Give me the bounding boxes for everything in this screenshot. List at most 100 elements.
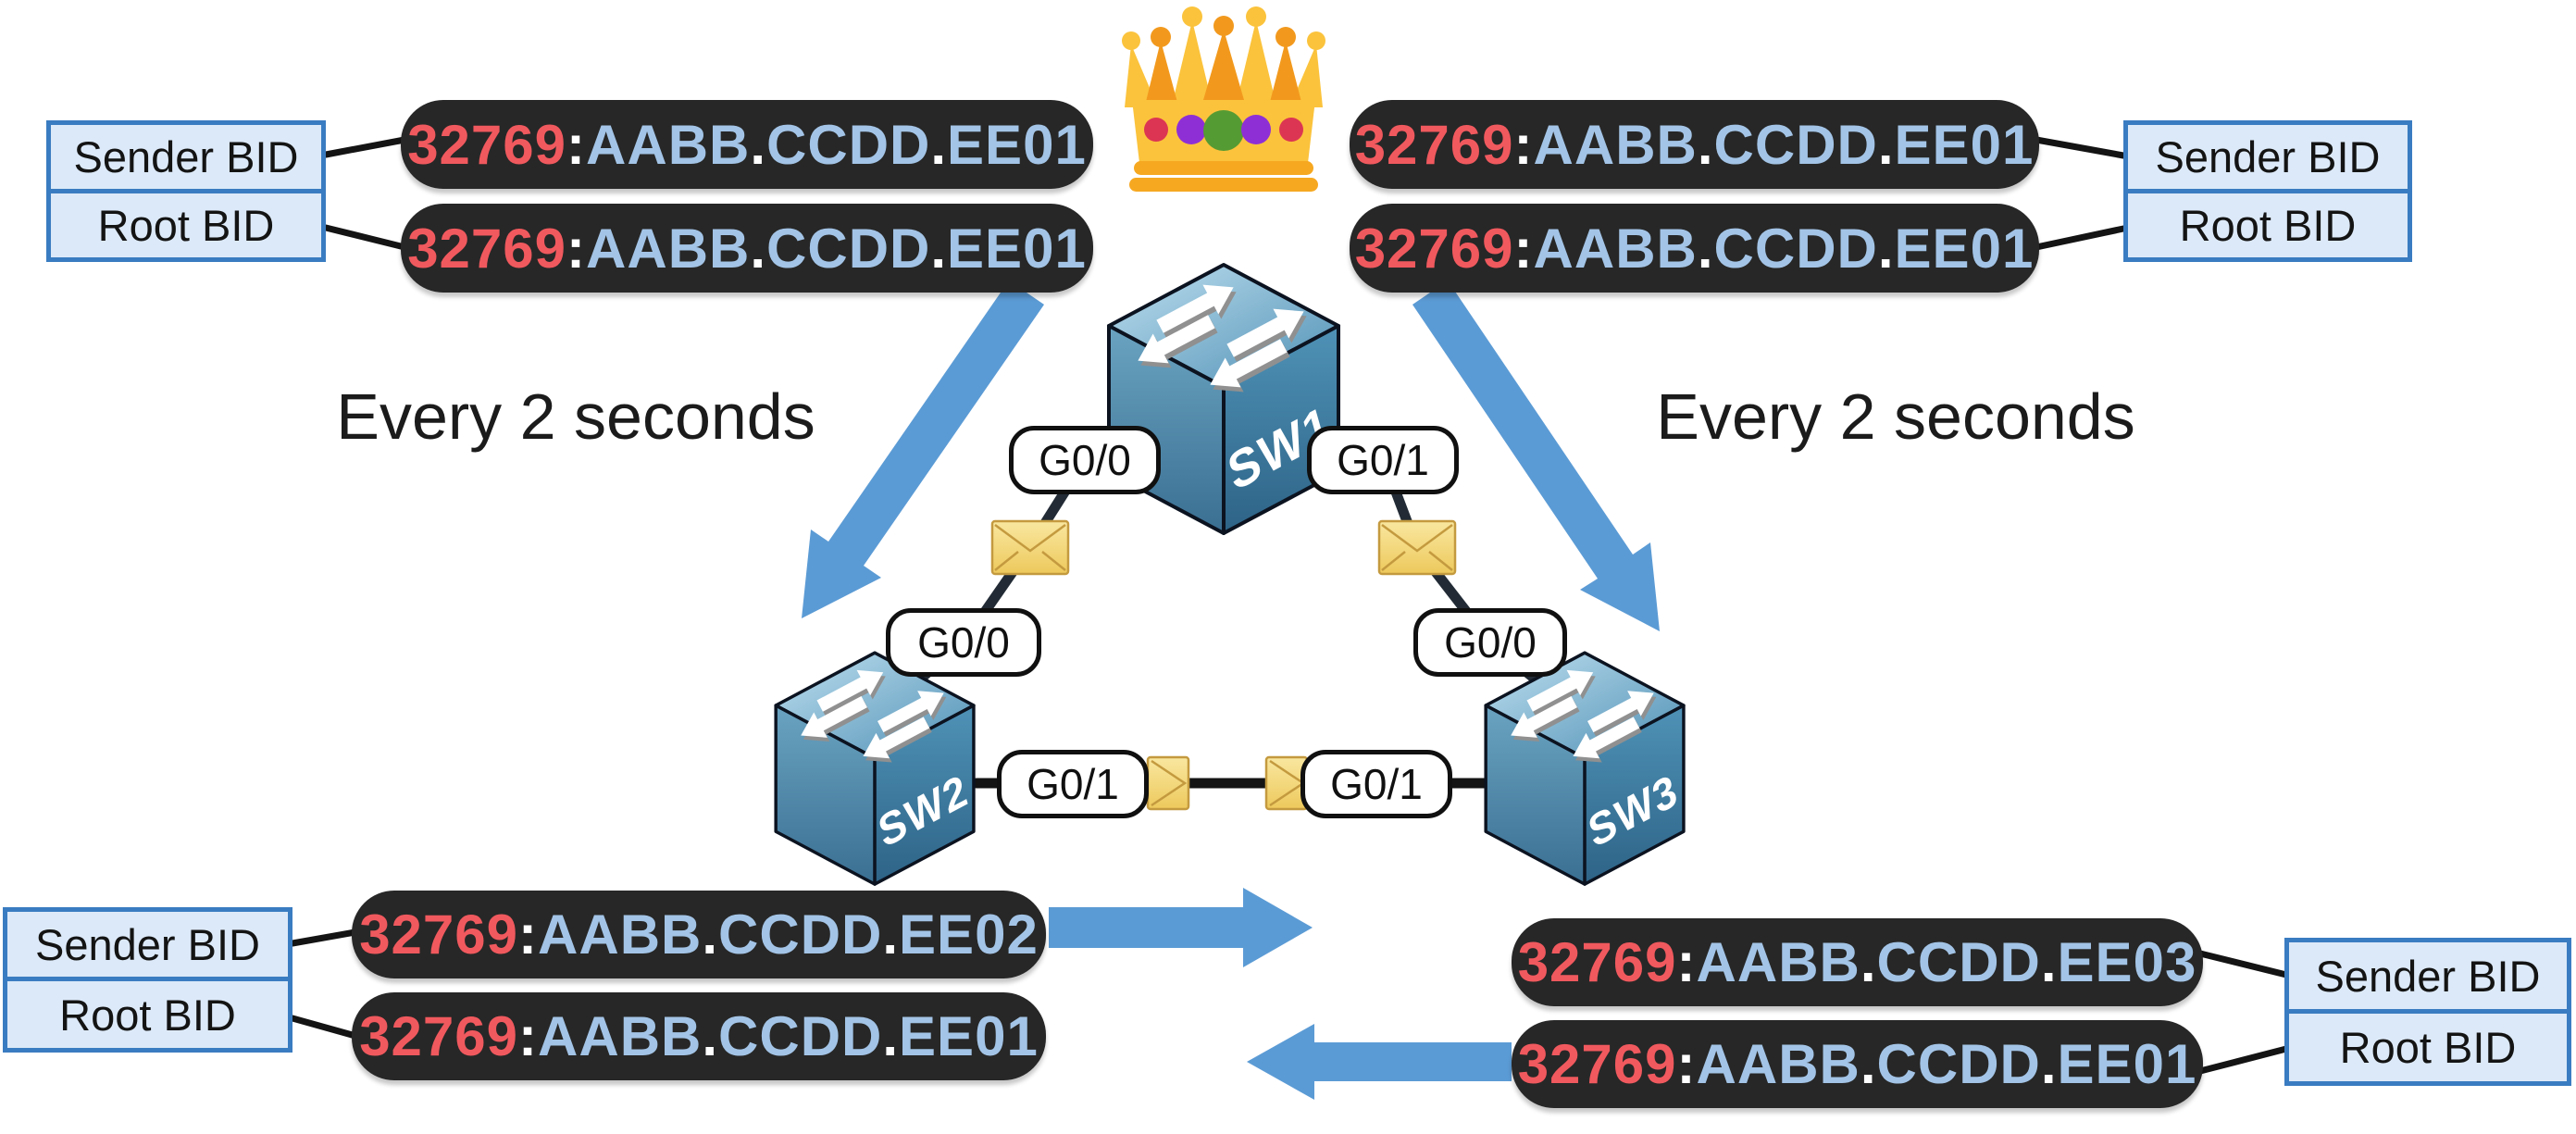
bpdu-colon: :	[1676, 1033, 1697, 1095]
bpdu-priority: 32769	[359, 1005, 519, 1067]
bpdu-mac-segment: CCDD	[718, 1005, 883, 1067]
bpdu-priority: 32769	[359, 903, 519, 966]
bpdu-mac-segment: CCDD	[718, 903, 883, 966]
bpdu-dot: .	[750, 113, 767, 176]
connector-line	[289, 928, 359, 947]
port-label-sw3-g0-0: G0/0	[1413, 608, 1567, 677]
root-bid-label-text: Root BID	[2339, 1023, 2517, 1072]
root-bid-label-text: Root BID	[2179, 201, 2357, 250]
bpdu-pill-sw2-sender: 32769:AABB.CCDD.EE02	[352, 891, 1046, 978]
bpdu-flow-arrow-sw1-to-sw3	[1412, 280, 1660, 631]
bpdu-flow-arrows	[802, 280, 1660, 1100]
port-label-sw1-g0-0: G0/0	[1009, 426, 1161, 494]
bpdu-dot: .	[702, 1005, 719, 1067]
sender-bid-label-top-right: Sender BID	[2123, 120, 2412, 193]
switch-icon-sw3: SW3	[1484, 651, 1686, 886]
bpdu-colon: :	[1676, 931, 1697, 993]
bpdu-mac-segment: AABB	[1533, 217, 1698, 280]
bpdu-flow-arrow-sw3-to-sw2	[1247, 1024, 1512, 1100]
bpdu-dot: .	[1697, 113, 1714, 176]
sender-bid-label-text: Sender BID	[35, 919, 260, 969]
bpdu-mac-segment: AABB	[1533, 113, 1698, 176]
switch-icon-sw2: SW2	[774, 651, 976, 886]
bpdu-mac-segment: EE01	[1894, 217, 2035, 280]
connector-line	[2196, 1045, 2290, 1075]
bpdu-dot: .	[882, 1005, 900, 1067]
bpdu-mac-segment: CCDD	[1713, 217, 1878, 280]
bpdu-mac-segment: AABB	[1696, 1033, 1860, 1095]
envelope-icon	[1146, 755, 1190, 811]
connector-line	[2033, 136, 2127, 159]
bpdu-dot: .	[1697, 217, 1714, 280]
sender-bid-label-text: Sender BID	[2155, 132, 2381, 181]
bpdu-dot: .	[882, 903, 900, 966]
bpdu-priority: 32769	[407, 217, 567, 280]
bpdu-mac-segment: CCDD	[1876, 1033, 2041, 1095]
bpdu-dot: .	[1860, 1033, 1877, 1095]
bpdu-mac-segment: EE01	[899, 1005, 1039, 1067]
bpdu-pill-sw3-sender: 32769:AABB.CCDD.EE03	[1512, 918, 2203, 1006]
bpdu-dot: .	[1877, 113, 1895, 176]
bpdu-priority: 32769	[1517, 1033, 1677, 1095]
bpdu-pill-sw1-right-sender: 32769:AABB.CCDD.EE01	[1350, 100, 2039, 189]
port-label-sw3-g0-1: G0/1	[1300, 750, 1452, 818]
bpdu-colon: :	[518, 903, 539, 966]
root-bid-label-bottom-left: Root BID	[3, 977, 292, 1053]
bpdu-mac-segment: EE01	[2057, 1033, 2197, 1095]
bpdu-mac-segment: EE02	[899, 903, 1039, 966]
bpdu-colon: :	[1513, 217, 1534, 280]
bpdu-mac-segment: CCDD	[766, 217, 931, 280]
bpdu-dot: .	[2040, 1033, 2058, 1095]
bpdu-flow-arrow-sw1-to-sw2	[802, 280, 1044, 618]
bpdu-mac-segment: CCDD	[766, 113, 931, 176]
port-label-text: G0/1	[1337, 436, 1429, 484]
connector-line	[322, 136, 408, 158]
connector-line	[289, 1015, 359, 1040]
bpdu-dot: .	[930, 113, 948, 176]
bpdu-mac-segment: CCDD	[1876, 931, 2041, 993]
sender-bid-label-top-left: Sender BID	[46, 120, 326, 193]
root-bid-label-top-right: Root BID	[2123, 189, 2412, 262]
bpdu-priority: 32769	[1354, 217, 1514, 280]
bpdu-pill-sw1-left-root: 32769:AABB.CCDD.EE01	[401, 204, 1093, 293]
root-bid-label-bottom-right: Root BID	[2284, 1009, 2571, 1086]
bpdu-priority: 32769	[407, 113, 567, 176]
bpdu-mac-segment: CCDD	[1713, 113, 1878, 176]
bpdu-priority: 32769	[1517, 931, 1677, 993]
bpdu-mac-segment: AABB	[538, 903, 703, 966]
bpdu-dot: .	[1860, 931, 1877, 993]
bpdu-colon: :	[518, 1005, 539, 1067]
bpdu-mac-segment: EE01	[1894, 113, 2035, 176]
bpdu-mac-segment: EE03	[2057, 931, 2197, 993]
bpdu-colon: :	[1513, 113, 1534, 176]
bpdu-dot: .	[702, 903, 719, 966]
sender-bid-label-bottom-left: Sender BID	[3, 907, 292, 981]
bpdu-priority: 32769	[1354, 113, 1514, 176]
bpdu-mac-segment: AABB	[1696, 931, 1860, 993]
bpdu-dot: .	[930, 217, 948, 280]
bpdu-pill-sw1-right-root: 32769:AABB.CCDD.EE01	[1350, 204, 2039, 293]
port-label-text: G0/0	[917, 618, 1010, 667]
every-2-seconds-right: Every 2 seconds	[1656, 380, 2135, 453]
bpdu-pill-sw2-root: 32769:AABB.CCDD.EE01	[352, 992, 1046, 1080]
bpdu-dot: .	[1877, 217, 1895, 280]
connector-line	[2196, 950, 2290, 978]
connector-lines	[289, 136, 2290, 1075]
envelope-icon	[990, 519, 1070, 576]
bpdu-mac-segment: EE01	[947, 217, 1087, 280]
port-label-text: G0/0	[1444, 618, 1537, 667]
port-label-text: G0/1	[1027, 760, 1119, 808]
bpdu-mac-segment: EE01	[947, 113, 1087, 176]
bpdu-dot: .	[750, 217, 767, 280]
port-label-sw1-g0-1: G0/1	[1307, 426, 1459, 494]
bpdu-dot: .	[2040, 931, 2058, 993]
every-2-seconds-left: Every 2 seconds	[336, 380, 815, 453]
envelope-icon	[1377, 519, 1457, 576]
connector-line	[322, 224, 408, 251]
port-label-text: G0/1	[1330, 760, 1423, 808]
sender-bid-label-text: Sender BID	[2315, 951, 2541, 1001]
bpdu-pill-sw3-root: 32769:AABB.CCDD.EE01	[1512, 1020, 2203, 1108]
bpdu-colon: :	[566, 113, 587, 176]
